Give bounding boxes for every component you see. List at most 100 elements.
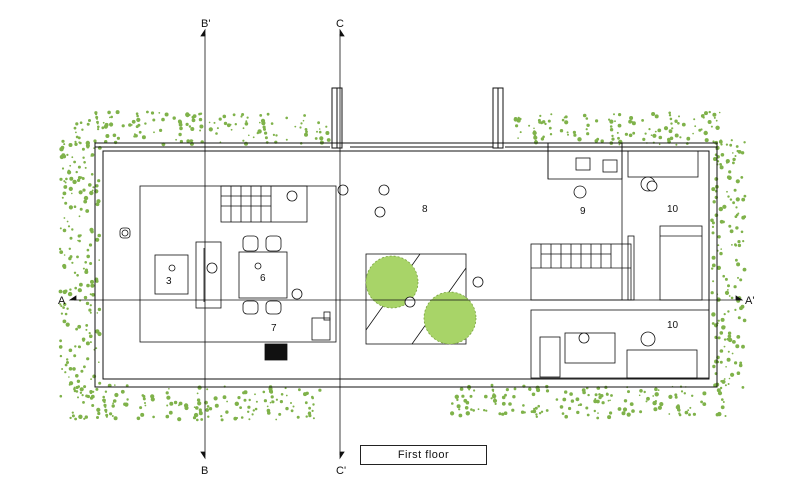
foliage-dot xyxy=(702,391,707,396)
foliage-dot xyxy=(98,361,100,364)
foliage-dot xyxy=(734,243,737,246)
foliage-dot xyxy=(582,390,586,395)
foliage-dot xyxy=(713,116,716,119)
foliage-dot xyxy=(96,122,99,125)
foliage-dot xyxy=(459,387,464,391)
foliage-dot xyxy=(69,255,73,259)
foliage-dot xyxy=(691,394,694,397)
foliage-dot xyxy=(723,378,726,380)
foliage-dot xyxy=(284,387,287,390)
foliage-dot xyxy=(645,400,648,403)
foliage-dot xyxy=(252,136,255,139)
garden-foliage xyxy=(58,110,747,422)
foliage-dot xyxy=(60,305,63,308)
foliage-dot xyxy=(72,367,76,371)
foliage-dot xyxy=(626,412,631,417)
foliage-dot xyxy=(726,190,728,193)
foliage-dot xyxy=(318,128,321,130)
foliage-dot xyxy=(469,394,473,398)
foliage-dot xyxy=(642,137,646,141)
foliage-dot xyxy=(720,317,725,322)
foliage-dot xyxy=(464,406,469,410)
foliage-dot xyxy=(285,394,288,397)
foliage-dot xyxy=(86,145,90,149)
foliage-dot xyxy=(220,418,224,422)
foliage-dot xyxy=(651,112,656,116)
foliage-dot xyxy=(703,130,708,136)
foliage-dot xyxy=(84,166,87,169)
foliage-dot xyxy=(564,390,568,394)
foliage-dot xyxy=(74,286,77,290)
foliage-dot xyxy=(215,132,218,135)
foliage-dot xyxy=(178,132,182,137)
foliage-dot xyxy=(736,371,741,376)
foliage-dot xyxy=(710,125,713,128)
foliage-dot xyxy=(185,112,190,117)
foliage-dot xyxy=(707,120,712,124)
foliage-dot xyxy=(141,394,145,397)
foliage-dot xyxy=(545,389,550,393)
foliage-dot xyxy=(631,121,636,126)
foliage-dot xyxy=(454,394,459,399)
foliage-dot xyxy=(669,136,674,141)
foliage-dot xyxy=(300,122,303,125)
foliage-dot xyxy=(711,225,715,228)
foliage-dot xyxy=(611,137,615,141)
foliage-dot xyxy=(226,123,231,128)
foliage-dot xyxy=(67,291,73,297)
foliage-dot xyxy=(654,114,659,119)
foliage-dot xyxy=(668,111,671,115)
foliage-dot xyxy=(74,417,77,421)
foliage-dot xyxy=(74,140,77,143)
foliage-dot xyxy=(678,412,681,415)
foliage-dot xyxy=(719,251,723,256)
foliage-dot xyxy=(296,415,300,419)
foliage-dot xyxy=(728,295,731,297)
foliage-dot xyxy=(77,176,82,180)
foliage-dot xyxy=(83,195,89,201)
foliage-dot xyxy=(674,393,678,397)
foliage-dot xyxy=(562,397,567,402)
foliage-dot xyxy=(585,117,589,120)
foliage-dot xyxy=(616,131,619,134)
foliage-dot xyxy=(96,407,101,412)
foliage-dot xyxy=(654,130,657,133)
foliage-dot xyxy=(111,415,114,417)
foliage-dot xyxy=(75,327,78,331)
foliage-dot xyxy=(683,392,686,395)
foliage-dot xyxy=(66,358,69,361)
foliage-dot xyxy=(732,152,734,154)
foliage-dot xyxy=(266,112,270,116)
foliage-dot xyxy=(542,120,546,124)
foliage-dot xyxy=(83,199,88,204)
room-number-10-lower: 10 xyxy=(667,320,679,331)
foliage-dot xyxy=(741,386,745,389)
stair-left xyxy=(220,185,308,223)
foliage-dot xyxy=(638,394,641,397)
foliage-dot xyxy=(528,387,532,391)
foliage-dot xyxy=(687,409,690,412)
foliage-dot xyxy=(68,376,70,378)
foliage-dot xyxy=(58,247,62,251)
foliage-dot xyxy=(593,409,596,413)
foliage-dot xyxy=(568,406,572,411)
foliage-dot xyxy=(564,120,569,125)
foliage-dot xyxy=(618,113,622,117)
foliage-dot xyxy=(236,417,239,419)
foliage-dot xyxy=(200,125,204,129)
foliage-dot xyxy=(579,403,583,406)
foliage-dot xyxy=(89,341,92,344)
foliage-dot xyxy=(78,239,81,243)
foliage-dot xyxy=(533,407,536,410)
foliage-dot xyxy=(613,113,615,116)
foliage-dot xyxy=(95,387,99,391)
foliage-dot xyxy=(727,383,730,385)
foliage-dot xyxy=(483,409,486,412)
foliage-dot xyxy=(711,255,716,260)
foliage-dot xyxy=(456,398,459,402)
foliage-dot xyxy=(62,289,67,295)
foliage-dot xyxy=(600,139,604,143)
foliage-dot xyxy=(594,393,598,397)
foliage-dot xyxy=(533,127,535,130)
foliage-dot xyxy=(733,188,737,192)
